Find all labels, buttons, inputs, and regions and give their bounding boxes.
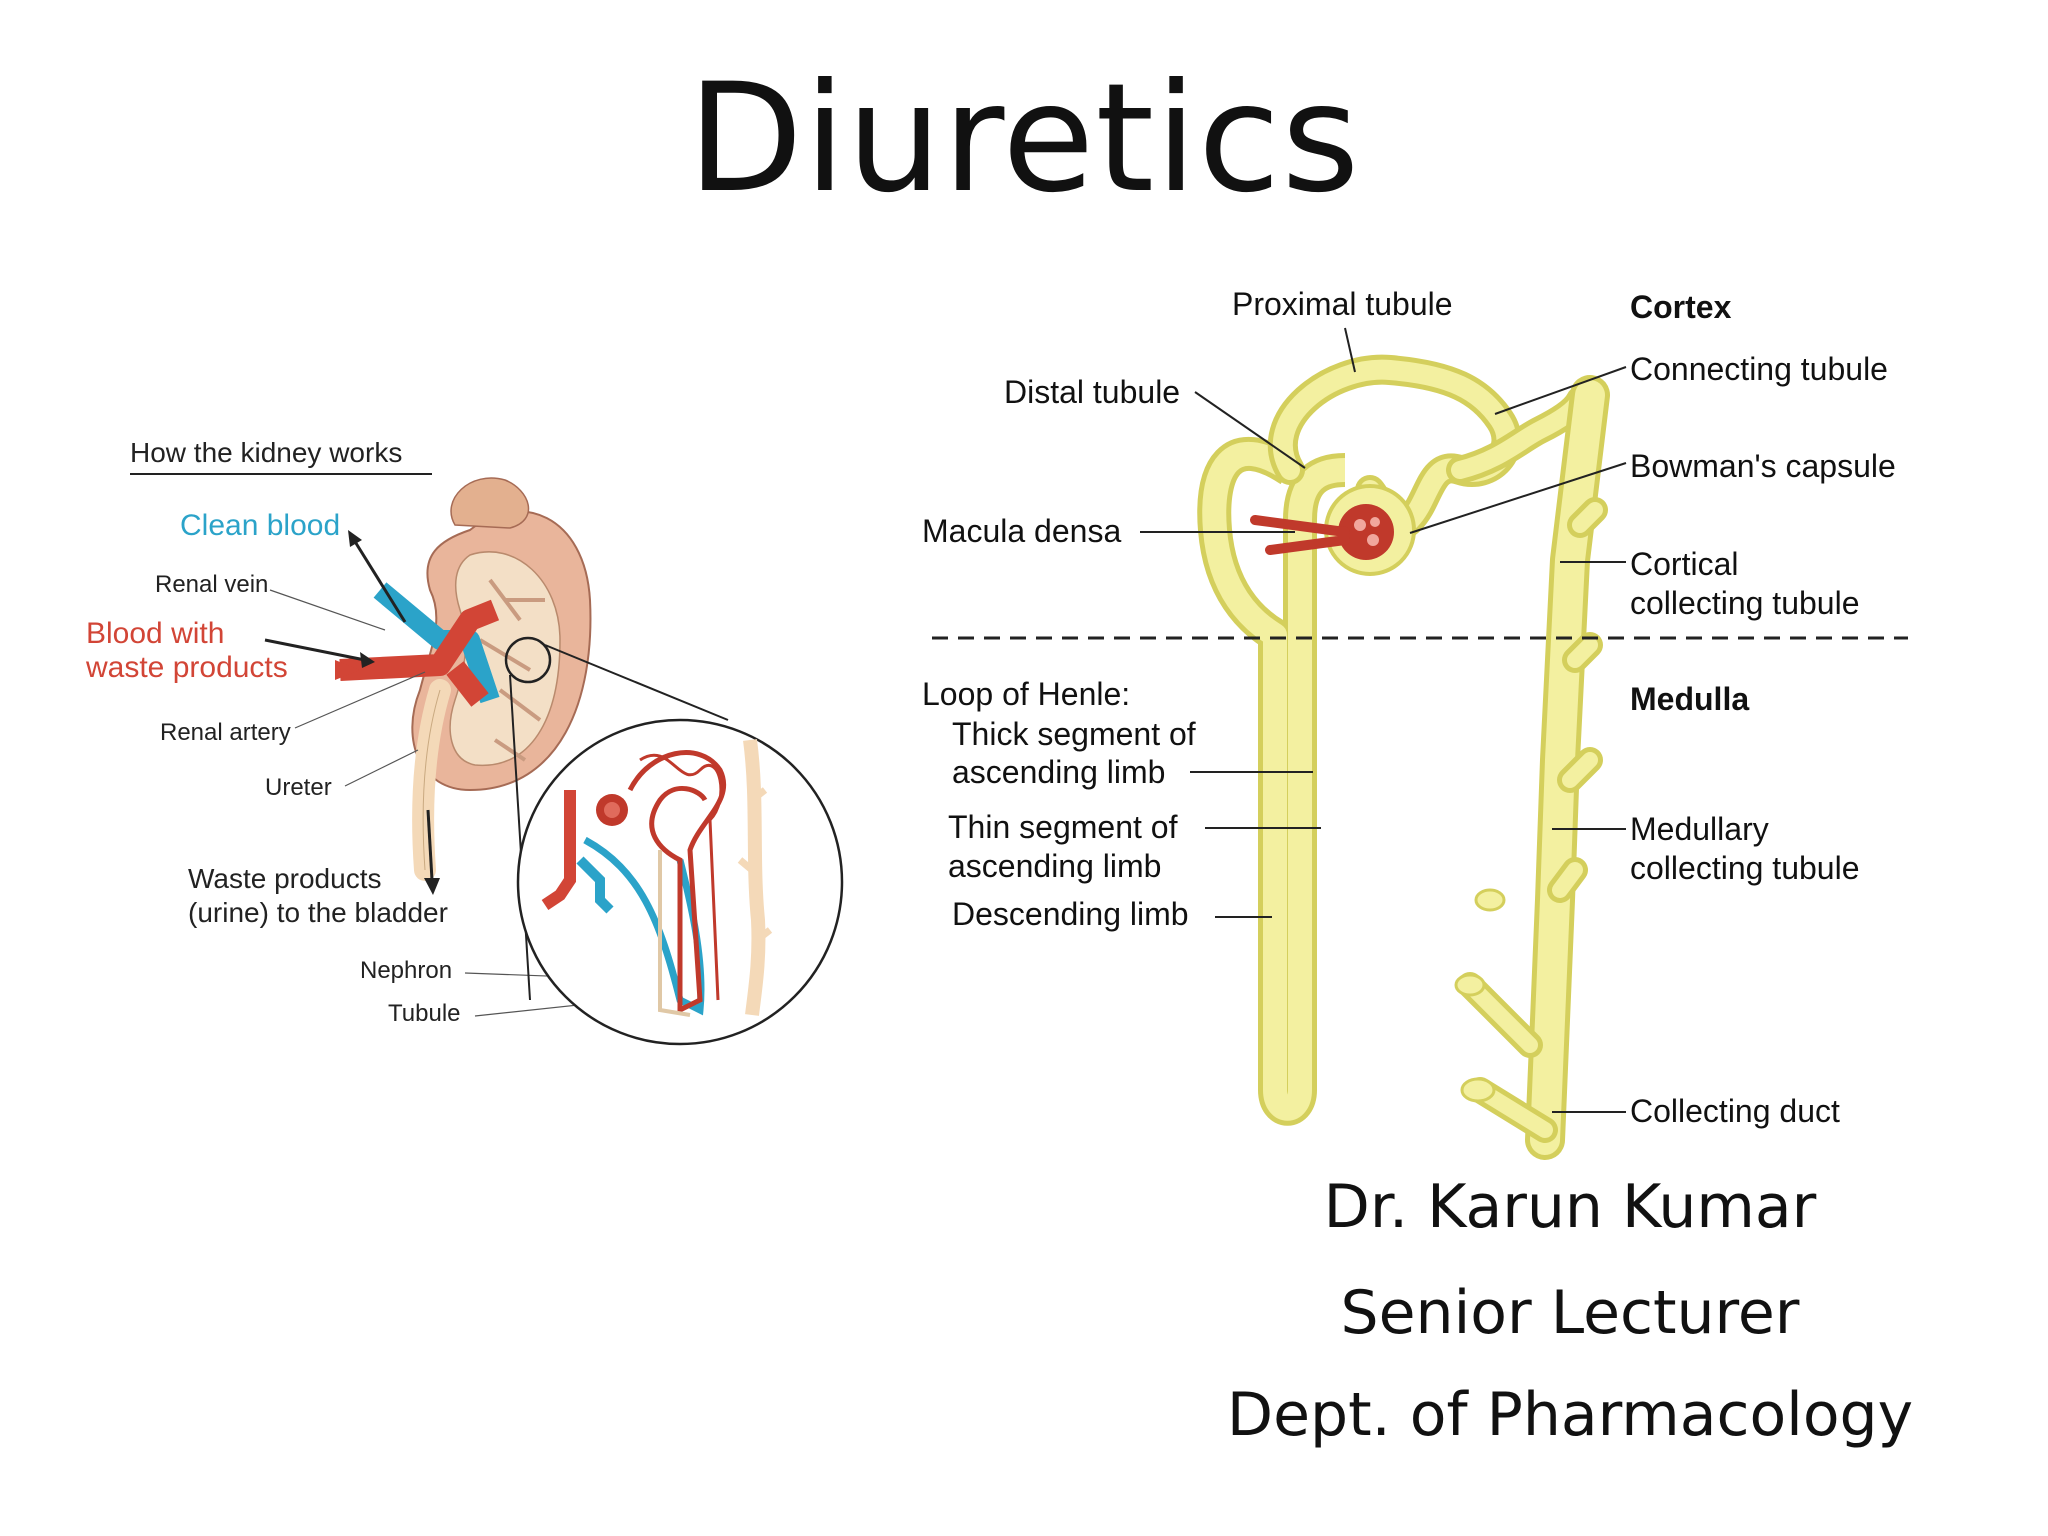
label-descending-limb: Descending limb bbox=[952, 896, 1189, 932]
label-connecting-tubule: Connecting tubule bbox=[1630, 351, 1888, 387]
nephron-figure: Proximal tubule Cortex Connecting tubule… bbox=[922, 286, 1908, 1160]
label-medullary-2: collecting tubule bbox=[1630, 850, 1859, 886]
urine-arrow bbox=[426, 809, 434, 881]
waste-blood-arrow bbox=[264, 638, 366, 662]
label-bowmans-capsule: Bowman's capsule bbox=[1630, 448, 1896, 484]
label-nephron: Nephron bbox=[360, 957, 452, 984]
kidney-figure: How the kidney works bbox=[85, 437, 844, 1046]
glomerulus bbox=[1338, 504, 1394, 560]
label-thick-1: Thick segment of bbox=[952, 716, 1196, 752]
nephron-detail bbox=[541, 739, 773, 1017]
label-medullary-1: Medullary bbox=[1630, 811, 1769, 847]
label-blood-with: Blood with bbox=[86, 617, 224, 650]
clean-blood-arrow bbox=[352, 539, 407, 623]
label-distal-tubule: Distal tubule bbox=[1004, 374, 1180, 410]
label-waste-1: Waste products bbox=[188, 863, 381, 894]
label-thin-1: Thin segment of bbox=[948, 809, 1178, 845]
label-macula-densa: Macula densa bbox=[922, 513, 1121, 549]
label-ureter: Ureter bbox=[265, 774, 332, 801]
label-tubule: Tubule bbox=[388, 1000, 461, 1027]
label-renal-vein: Renal vein bbox=[155, 571, 268, 598]
label-thick-2: ascending limb bbox=[952, 754, 1165, 790]
label-waste-products: waste products bbox=[85, 651, 288, 684]
label-waste-2: (urine) to the bladder bbox=[188, 897, 448, 928]
label-cortical-1: Cortical bbox=[1630, 546, 1738, 582]
kidney-illustration bbox=[335, 477, 592, 881]
label-proximal-tubule: Proximal tubule bbox=[1232, 286, 1453, 322]
label-renal-artery: Renal artery bbox=[160, 719, 291, 746]
author-name: Dr. Karun Kumar bbox=[1323, 1172, 1817, 1242]
slide-title: Diuretics bbox=[687, 52, 1361, 226]
label-medulla: Medulla bbox=[1630, 681, 1749, 717]
author-department: Dept. of Pharmacology bbox=[1226, 1380, 1914, 1450]
label-loop-henle: Loop of Henle: bbox=[922, 676, 1130, 712]
author-role: Senior Lecturer bbox=[1340, 1278, 1800, 1348]
label-cortical-2: collecting tubule bbox=[1630, 585, 1859, 621]
label-thin-2: ascending limb bbox=[948, 848, 1161, 884]
label-clean-blood: Clean blood bbox=[180, 509, 340, 542]
label-collecting-duct: Collecting duct bbox=[1630, 1093, 1840, 1129]
kidney-heading: How the kidney works bbox=[130, 437, 402, 468]
label-cortex: Cortex bbox=[1630, 289, 1732, 325]
